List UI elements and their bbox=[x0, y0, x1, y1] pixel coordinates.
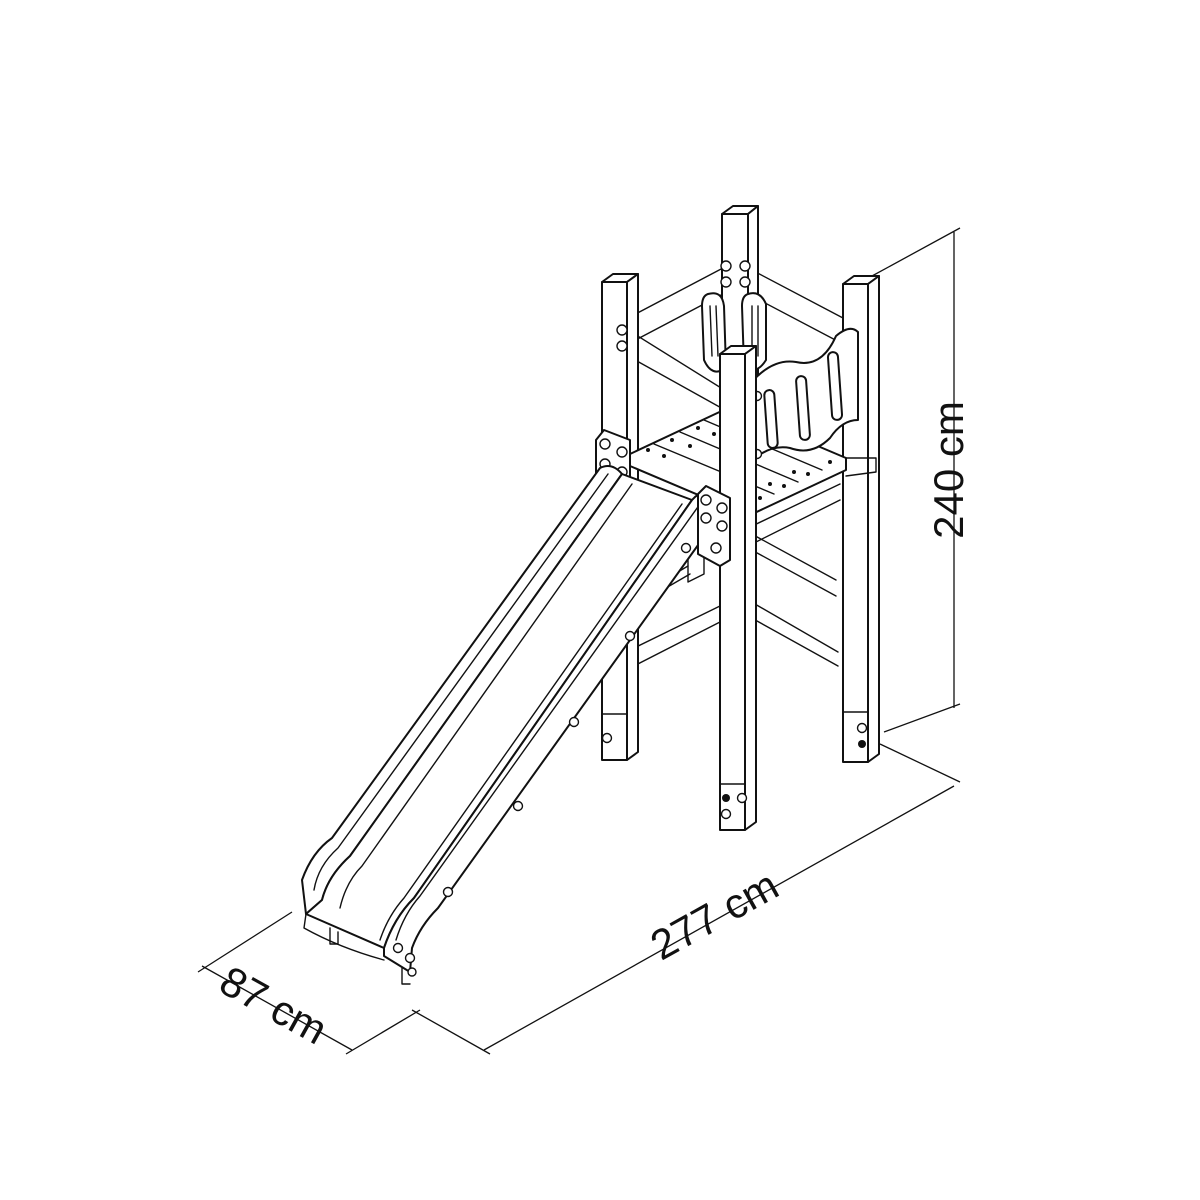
front-center-post bbox=[719, 345, 757, 831]
slide-chute bbox=[301, 465, 717, 985]
height-dimension-label: 240 cm bbox=[925, 401, 972, 539]
tower-back-frame bbox=[627, 267, 844, 669]
depth-dimension-label: 87 cm bbox=[212, 957, 335, 1054]
deck-screws bbox=[646, 426, 832, 500]
length-dimension-label: 277 cm bbox=[643, 861, 786, 969]
slide-top-bracket-right bbox=[697, 485, 731, 567]
slide-bolts bbox=[392, 542, 692, 977]
grab-handles bbox=[701, 292, 767, 373]
dimension-lines bbox=[197, 227, 961, 1055]
